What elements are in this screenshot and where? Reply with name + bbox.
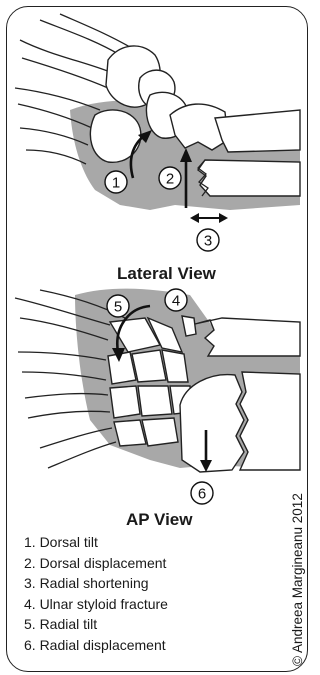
ap-view-drawing [15,289,300,472]
legend-item: 2. Dorsal displacement [24,553,168,574]
marker-3: 3 [197,229,219,251]
marker-2: 2 [159,167,181,189]
svg-text:6: 6 [198,486,206,503]
lateral-view-drawing [15,14,300,223]
ap-ulna [195,318,300,356]
ap-view-title: AP View [126,510,192,530]
svg-text:2: 2 [166,171,174,188]
svg-text:3: 3 [204,233,212,250]
legend-item: 6. Radial displacement [24,635,168,656]
lateral-radius-shaft [215,110,300,152]
lateral-ulna-shaft [198,160,300,196]
svg-text:4: 4 [172,293,180,310]
ap-radius-distal-fragment [180,375,244,472]
svg-text:1: 1 [112,175,120,192]
legend-item: 4. Ulnar styloid fracture [24,594,168,615]
marker-6: 6 [191,482,213,504]
marker-5: 5 [107,295,129,317]
svg-text:5: 5 [114,299,122,316]
legend-item: 3. Radial shortening [24,573,168,594]
arrow-radial-shortening-right [219,213,228,223]
marker-1: 1 [105,171,127,193]
legend-item: 1. Dorsal tilt [24,532,168,553]
legend-item: 5. Radial tilt [24,614,168,635]
ap-radius-shaft [240,372,300,470]
lateral-view-title: Lateral View [117,264,216,284]
copyright-credit: © Andreea Margineanu 2012 [290,493,305,666]
marker-4: 4 [165,289,187,311]
arrow-radial-shortening-left [190,213,199,223]
legend-list: 1. Dorsal tilt 2. Dorsal displacement 3.… [24,532,168,655]
